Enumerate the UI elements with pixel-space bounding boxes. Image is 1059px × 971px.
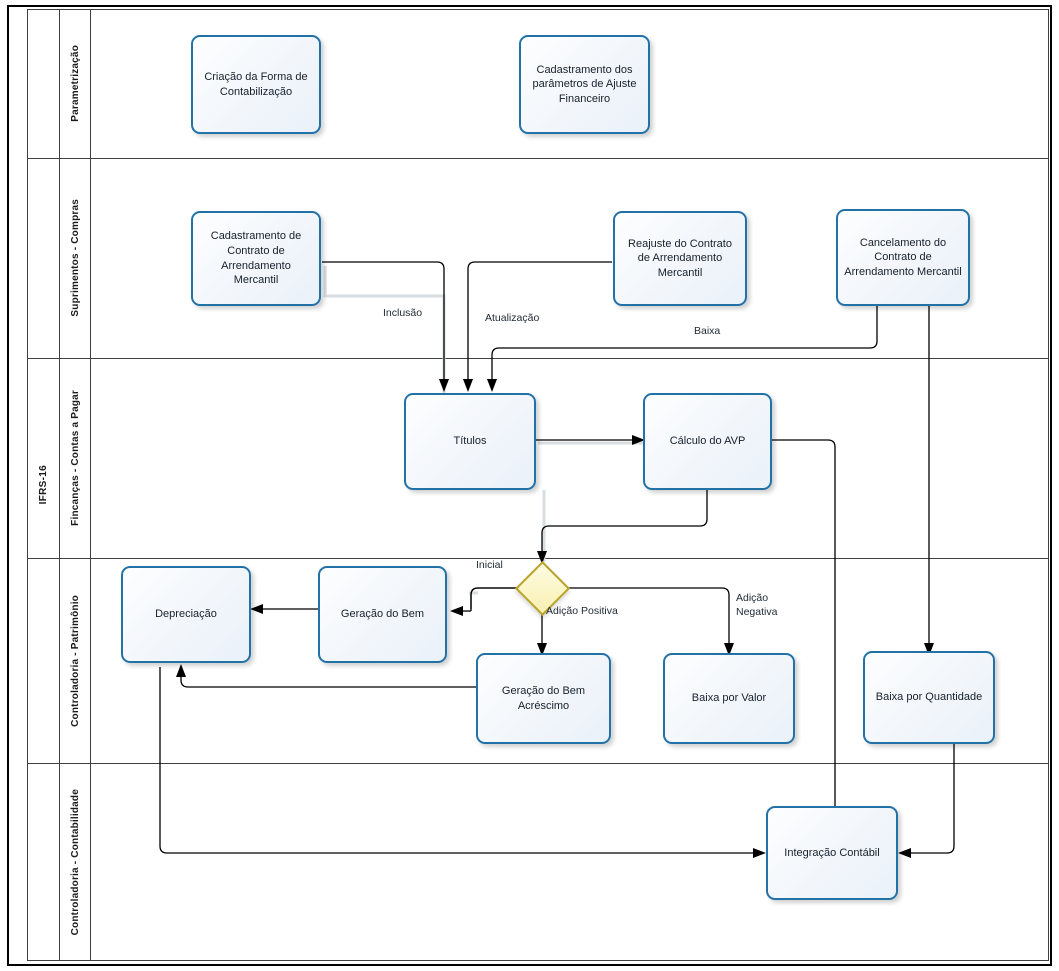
node-label: Cancelamento do Contrato de Arrendamento… <box>844 236 962 278</box>
arrow-avp-gateway <box>537 551 547 564</box>
arrow-gateway-geracao-bem <box>450 606 463 616</box>
arrow-adicao-positiva <box>537 643 547 656</box>
edge-label-inicial: Inicial <box>476 559 503 571</box>
lane-divider-2 <box>27 358 1049 359</box>
node-geracao-do-bem-acrescimo[interactable]: Geração do Bem Acréscimo <box>476 653 611 744</box>
lane-divider-1 <box>27 158 1049 159</box>
edge-inclusao <box>322 261 445 381</box>
node-label: Baixa por Valor <box>691 692 767 705</box>
edge-avp-gateway <box>541 490 708 553</box>
edge-acrescimo-depreciacao <box>180 675 476 688</box>
diagram-outer-border <box>7 5 1052 966</box>
edge-depreciacao-integracao <box>159 667 755 854</box>
edge-avp-integracao <box>772 439 836 811</box>
node-label: Cadastramento de Contrato de Arrendament… <box>210 230 302 287</box>
edge-label-baixa: Baixa <box>694 325 721 337</box>
edge-label-atualizacao: Atualização <box>485 312 540 324</box>
node-label: Títulos <box>453 435 487 448</box>
node-integracao-contabil[interactable]: Integração Contábil <box>766 806 898 900</box>
node-label: Geração do Bem Acréscimo <box>501 684 586 712</box>
edge-adicao-negativa <box>567 587 730 645</box>
edge-label-inclusao: Inclusão <box>383 307 423 319</box>
node-geracao-do-bem[interactable]: Geração do Bem <box>318 566 447 663</box>
arrow-atualizacao <box>463 379 473 392</box>
node-depreciacao[interactable]: Depreciação <box>121 566 251 663</box>
arrow-inclusao <box>439 379 449 392</box>
swimlane-pool <box>27 9 1049 961</box>
node-cadastramento-contrato-arrendamento[interactable]: Cadastramento de Contrato de Arrendament… <box>191 211 321 306</box>
node-calculo-avp[interactable]: Cálculo do AVP <box>643 393 772 490</box>
node-baixa-por-valor[interactable]: Baixa por Valor <box>663 653 795 744</box>
edge-baixaqtd-integracao <box>909 744 955 854</box>
arrow-depreciacao-integracao <box>753 848 766 858</box>
edge-label-adicao-negativa-line2: Negativa <box>736 606 778 618</box>
arrow-cancelamento-baixa-qtd <box>924 643 934 656</box>
lane-divider-4 <box>27 763 1049 764</box>
node-label: Cálculo do AVP <box>669 435 746 448</box>
node-label: Criação da Forma de Contabilização <box>204 70 308 98</box>
lane-divider-3 <box>27 558 1049 559</box>
gateway-decision[interactable] <box>514 560 571 617</box>
node-label: Geração do Bem <box>340 608 425 621</box>
edge-gateway-geracao-bem-seg <box>470 587 521 609</box>
node-label: Reajuste do Contrato de Arrendamento Mer… <box>628 237 732 279</box>
arrow-titulos-avp <box>632 435 645 445</box>
node-titulos[interactable]: Títulos <box>404 393 536 490</box>
arrow-baixaqtd-integracao <box>898 848 911 858</box>
node-baixa-por-quantidade[interactable]: Baixa por Quantidade <box>863 651 995 744</box>
pool-title-column <box>27 9 60 961</box>
node-label: Integração Contábil <box>784 846 880 859</box>
edge-label-adicao-positiva: Adição Positiva <box>546 605 618 617</box>
node-cancelamento-contrato-arrendamento[interactable]: Cancelamento do Contrato de Arrendamento… <box>836 209 970 306</box>
lane-label-column <box>60 9 91 961</box>
edge-baixa <box>491 306 878 381</box>
edge-gateway-geracao-bem <box>470 587 520 611</box>
arrow-adicao-negativa <box>724 643 734 656</box>
node-label: Cadastramento dos parâmetros de Ajuste F… <box>532 63 637 105</box>
arrow-baixa <box>487 379 497 392</box>
node-label: Depreciação <box>155 608 217 621</box>
arrow-geracao-bem-depreciacao <box>250 604 263 614</box>
node-criacao-forma-contabilizacao[interactable]: Criação da Forma de Contabilização <box>191 35 321 134</box>
edge-atualizacao <box>467 261 612 381</box>
node-label: Baixa por Quantidade <box>875 691 983 704</box>
node-reajuste-contrato-arrendamento[interactable]: Reajuste do Contrato de Arrendamento Mer… <box>613 211 747 306</box>
edge-label-adicao-negativa-line1: Adição <box>736 592 769 604</box>
arrow-acrescimo-depreciacao <box>176 664 186 677</box>
node-cadastramento-parametros-ajuste[interactable]: Cadastramento dos parâmetros de Ajuste F… <box>519 35 650 134</box>
